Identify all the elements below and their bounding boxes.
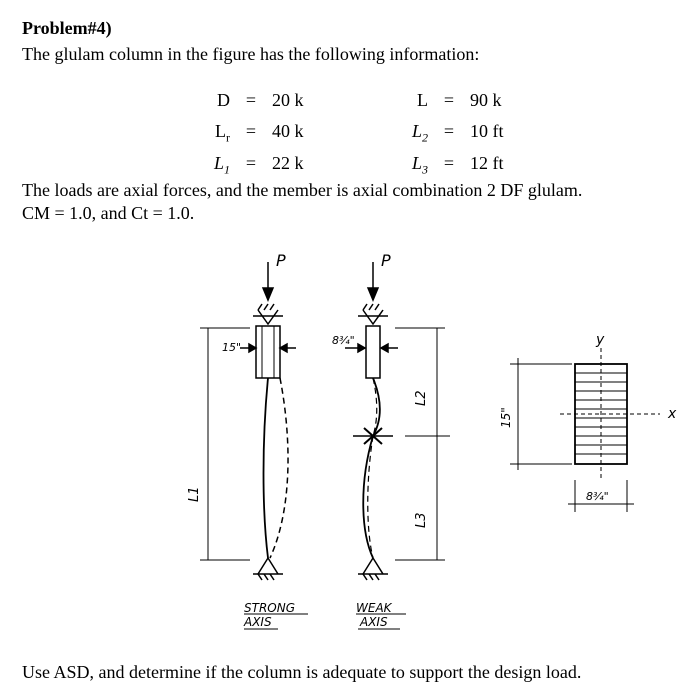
loads-description: The loads are axial forces, and the memb… [22, 180, 583, 200]
problem-title: Problem#4) [22, 18, 112, 38]
load-arrow [261, 262, 275, 302]
column-top-block [365, 325, 381, 379]
column-figure: P 15" [187, 251, 677, 630]
top-pin-support [358, 303, 388, 326]
bottom-pin-support [358, 556, 388, 581]
x-axis-label: x [667, 406, 677, 422]
column-top-block [255, 325, 281, 379]
problem-intro: The glulam column in the figure has the … [22, 44, 480, 64]
section-depth-dimension [510, 358, 572, 470]
strong-axis-label-1: STRONG [244, 601, 295, 615]
buckled-column [262, 377, 269, 559]
given-roof-live-load: Lr=40 k [200, 121, 304, 146]
weak-axis-label-2: AXIS [359, 615, 388, 629]
given-value: 22 k [272, 153, 304, 173]
weak-axis-label-1: WEAK [356, 601, 393, 615]
L2-label: L2 [414, 390, 429, 406]
given-value: 10 ft [470, 121, 504, 141]
bottom-pin-support [253, 556, 283, 581]
given-L3: L3=12 ft [398, 153, 504, 178]
given-value: 12 ft [470, 153, 504, 173]
top-pin-support [253, 303, 283, 326]
factors-description: CM = 1.0, and Ct = 1.0. [22, 203, 195, 223]
y-axis-label: y [595, 332, 605, 348]
section-depth-label: 15" [499, 407, 513, 428]
L3-label: L3 [414, 512, 429, 528]
given-symbol: L2 [411, 121, 428, 145]
strong-axis-label-2: AXIS [243, 615, 272, 629]
given-symbol: L3 [411, 153, 428, 177]
given-symbol: Lr [215, 121, 230, 145]
given-L1: L1=22 k [200, 153, 304, 178]
load-arrow [366, 262, 380, 302]
given-value: 90 k [470, 90, 502, 110]
L1-label: L1 [187, 486, 202, 502]
given-dead-load: D=20 k [200, 90, 304, 111]
given-symbol: L [417, 90, 428, 110]
load-label: P [276, 251, 286, 270]
weak-axis-column: P 8¾" [332, 251, 450, 630]
given-live-load: L=90 k [398, 90, 502, 111]
given-L2: L2=10 ft [398, 121, 504, 146]
section-width-label: 8¾" [586, 490, 609, 503]
strong-dim-label: 15" [222, 341, 241, 354]
cross-section: y x 15" 8¾" [499, 332, 677, 512]
weak-dim-label: 8¾" [332, 334, 355, 347]
given-value: 40 k [272, 121, 304, 141]
load-label: P [381, 251, 391, 270]
given-symbol: L1 [213, 153, 230, 177]
section-width-dimension [568, 480, 634, 512]
problem-question: Use ASD, and determine if the column is … [22, 662, 582, 682]
given-symbol: D [217, 90, 230, 110]
strong-axis-column: P 15" [187, 251, 308, 630]
L1-dimension [200, 327, 250, 561]
given-value: 20 k [272, 90, 304, 110]
L2-L3-dimension [395, 327, 450, 561]
